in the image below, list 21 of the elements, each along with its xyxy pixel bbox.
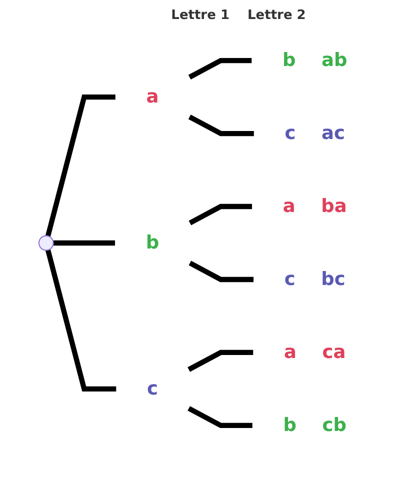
connector — [188, 260, 254, 282]
connector — [188, 58, 252, 80]
connector — [188, 406, 252, 428]
node-text: a ba — [282, 196, 347, 218]
node-text: a ca — [284, 342, 346, 364]
node-circle — [38, 235, 54, 251]
node-text: a — [146, 86, 159, 108]
connector — [188, 350, 254, 372]
connector — [188, 204, 252, 226]
connector — [53, 240, 116, 246]
connector — [45, 249, 116, 392]
connector — [188, 114, 254, 136]
node-text: c — [146, 378, 158, 400]
node-text: b — [146, 232, 160, 254]
node-text: c ac — [284, 122, 345, 144]
node-text: b ab — [282, 50, 348, 72]
node-text: b cb — [283, 414, 346, 436]
connector — [45, 94, 116, 237]
column-heading: Lettre 1 — [171, 8, 230, 23]
node-text: c bc — [284, 268, 346, 290]
column-heading: Lettre 2 — [248, 8, 306, 23]
